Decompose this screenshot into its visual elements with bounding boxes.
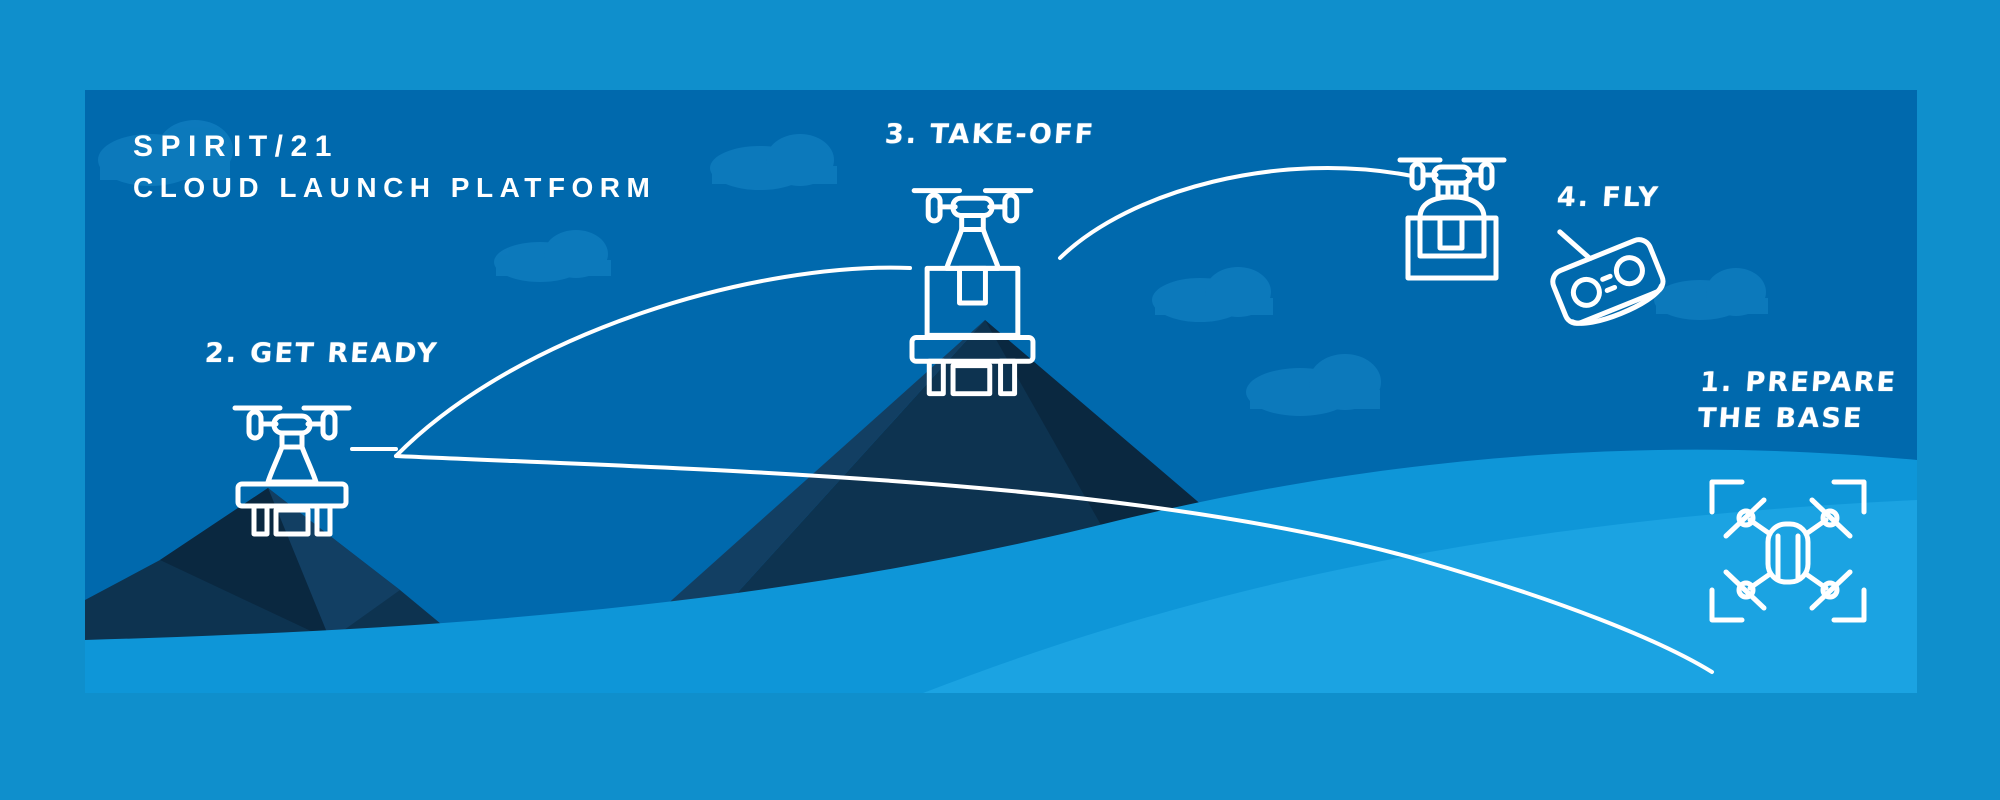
step-label-prepare-the-base: 1. PREPARE THE BASE (1696, 367, 1899, 434)
launchpad-base (273, 507, 311, 537)
mountain-left-shadow (160, 488, 330, 640)
launchpad-deck (235, 481, 349, 509)
drone-with-package-on-launchpad-icon (909, 188, 1036, 397)
drone-topdown-targeting-icon (1709, 479, 1867, 623)
flight-path-segment-takeoff-to-fly (1058, 166, 1414, 260)
joystick-left (1570, 276, 1602, 308)
bracket-top-left (1709, 479, 1745, 515)
illustration-panel (85, 90, 1917, 693)
antenna (1557, 229, 1593, 262)
drone-body (1431, 164, 1473, 186)
joystick-right (1613, 255, 1645, 287)
drone-carrying-package-icon (1397, 157, 1507, 281)
controller-body (1550, 237, 1666, 326)
step-label-fly: 4. FLY (1555, 182, 1661, 213)
propeller-top-left (1723, 497, 1767, 539)
launchpad-leg-left (251, 503, 270, 537)
launchpad-deck (909, 335, 1036, 364)
drone-flight-path (350, 166, 1714, 674)
flight-path-segment-ready-to-takeoff (394, 265, 912, 458)
launchpad-leg-right (998, 358, 1018, 397)
mountain-left-face (268, 488, 400, 640)
remote-controller-icon (1550, 229, 1666, 326)
launchpad-base (950, 363, 993, 397)
foreground-hill-highlight (923, 500, 1917, 693)
bracket-bottom-left (1709, 587, 1745, 623)
cloud-icon (98, 120, 233, 186)
motor-bottom-right (1820, 580, 1840, 600)
step-label-take-off: 3. TAKE-OFF (883, 119, 1097, 150)
cloud-icon (710, 134, 837, 190)
cloud-icon (1152, 267, 1273, 322)
motor-top-left (1736, 508, 1756, 528)
bracket-bottom-right (1831, 587, 1867, 623)
indicator-top (1600, 273, 1613, 282)
drone-on-launchpad-icon (232, 405, 352, 537)
package-tape (1437, 215, 1465, 251)
bracket-top-right (1831, 479, 1867, 515)
motor-bottom-left (1736, 580, 1756, 600)
motor-top-right (1820, 508, 1840, 528)
drone-fuselage (1765, 521, 1811, 585)
flight-path-segment-base-return (394, 454, 1714, 674)
cloud-icon (494, 230, 611, 282)
cloud-icon (1246, 354, 1381, 416)
launchpad-leg-left (926, 358, 946, 397)
controller-base-edge (1569, 283, 1664, 326)
propeller-bottom-right (1809, 569, 1853, 611)
mountain-center-face (567, 320, 985, 693)
step-label-get-ready: 2. GET READY (203, 338, 440, 369)
propeller-top-right (1809, 497, 1853, 539)
package-tape (957, 265, 988, 306)
launchpad-leg-right (314, 503, 333, 537)
indicator-bottom (1604, 284, 1618, 293)
cloud-icon (1654, 268, 1768, 320)
propeller-bottom-left (1723, 569, 1767, 611)
